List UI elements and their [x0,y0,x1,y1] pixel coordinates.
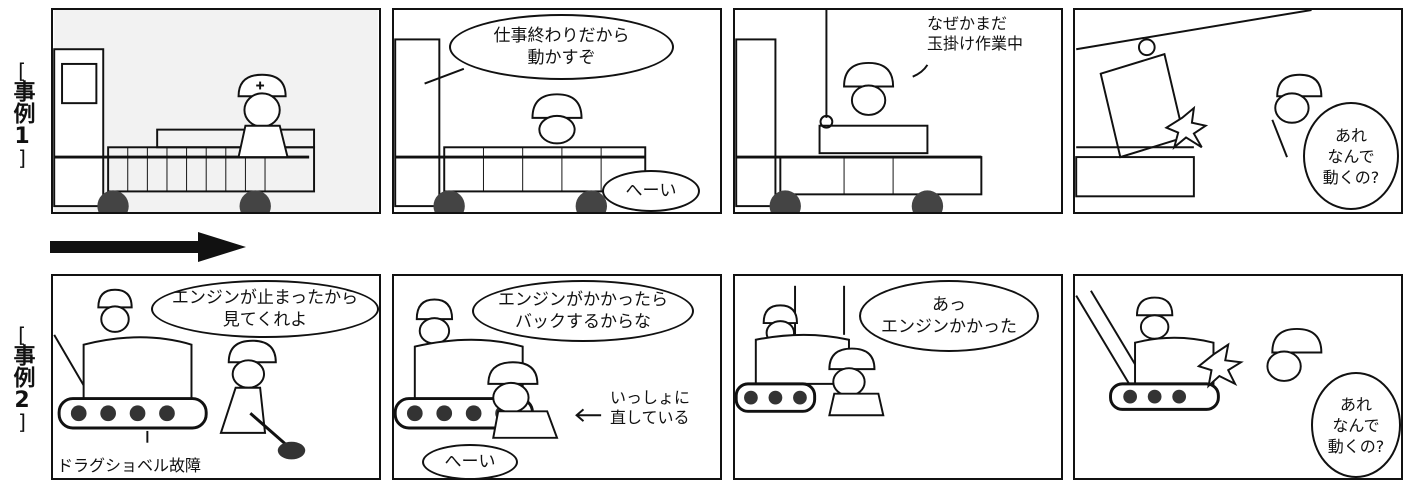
excavator-repair-illustration [53,288,306,460]
case2-p3-speech-bubble: あっ エンジンかかった [859,280,1039,352]
case2-p1-caption: ドラグショベル故障 [57,456,202,475]
rigging-worker-illustration [735,10,983,212]
label-bracket-close: ] [18,410,26,434]
label-bracket-close: ] [18,146,26,170]
case1-p4-speech-bubble: あれ なんで 動くの? [1303,102,1399,210]
case-1-label-text: 事例 [9,80,35,124]
label-bracket-open: [ [18,59,26,83]
case-2-label-number: 2 [14,388,30,413]
crushed-worker-illustration [1075,290,1323,411]
accident-illustration [1075,10,1323,198]
case2-p2-speech-bubble: エンジンがかかったら バックするからな [472,280,694,342]
case1-panel-2: 仕事終わりだから 動かすぞ へーい [392,8,722,214]
case-1-label-number: 1 [14,124,30,149]
case-2-label: [ 事例 2 ] [4,323,40,434]
case1-p2-reply-bubble: へーい [602,170,700,212]
excavator-crouching-worker-illustration [394,298,602,439]
case1-p3-caption: なぜかまだ 玉掛け作業中 [927,14,1024,53]
case1-panel-3: なぜかまだ 玉掛け作業中 [733,8,1063,214]
case1-panel-1 [51,8,381,214]
case2-panel-1: エンジンが止まったから 見てくれよ ドラグショベル故障 [51,274,381,480]
case-1-label: [ 事例 1 ] [4,59,40,170]
engine-starts-illustration [735,285,885,417]
case2-panel-4: あれ なんで 動くの? [1073,274,1403,480]
case-2-label-text: 事例 [9,344,35,388]
label-bracket-open: [ [18,323,26,347]
case2-p1-speech-bubble: エンジンが止まったから 見てくれよ [151,280,379,338]
truck-operator-illustration [394,38,647,212]
case2-panel-2: エンジンがかかったら バックするからな いっしょに 直している へーい [392,274,722,480]
truck-scene-illustration [53,10,378,212]
case2-p2-note: いっしょに 直している [610,388,691,427]
case2-p2-reply-bubble: へーい [422,444,518,478]
case1-p2-speech-bubble: 仕事終わりだから 動かすぞ [449,14,674,80]
case1-panel-4: あれ なんで 動くの? [1073,8,1403,214]
sequence-arrow [50,232,246,262]
case2-p4-speech-bubble: あれ なんで 動くの? [1311,372,1401,478]
case2-panel-3: あっ エンジンかかった [733,274,1063,480]
